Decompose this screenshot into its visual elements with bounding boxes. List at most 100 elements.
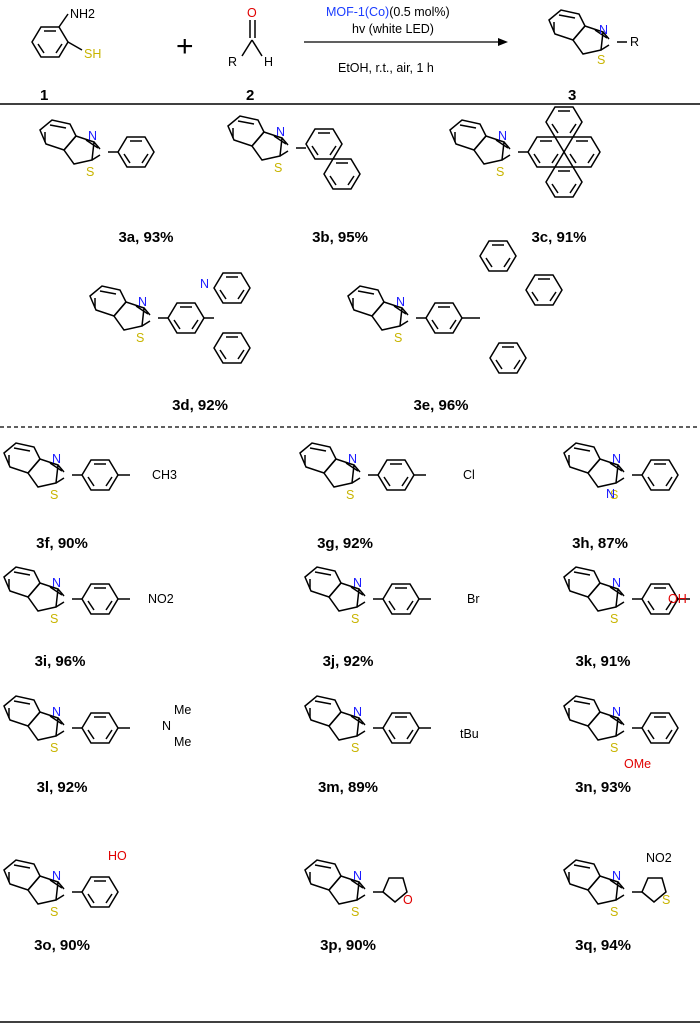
aryl-ring-3h bbox=[641, 459, 679, 491]
substituent-cl: Cl bbox=[463, 468, 475, 482]
ring-n-3e: N bbox=[396, 295, 405, 309]
aryl-ring-3d-c bbox=[213, 332, 251, 364]
substituent-tbu: tBu bbox=[460, 727, 479, 741]
product-label-3d: 3d, 92% bbox=[172, 397, 228, 414]
ring-n-3j: N bbox=[353, 576, 362, 590]
substituent-me-top: Me bbox=[174, 703, 191, 717]
product-n: N bbox=[599, 23, 608, 37]
reaction-conditions: EtOH, r.t., air, 1 h bbox=[338, 61, 434, 75]
aryl-ring-3b-b bbox=[323, 158, 361, 190]
reactant-2-label: 2 bbox=[246, 87, 254, 104]
aryl-ring-3c-c bbox=[563, 136, 601, 168]
ring-s-3g: S bbox=[346, 488, 354, 502]
ring-s-3n: S bbox=[610, 741, 618, 755]
aryl-ring-3m bbox=[382, 712, 420, 744]
product-label-3o: 3o, 90% bbox=[34, 937, 90, 954]
product-label-3f: 3f, 90% bbox=[36, 535, 88, 552]
plus-sign: + bbox=[176, 30, 194, 63]
product-s: S bbox=[597, 53, 605, 67]
product-3g-structure: NS bbox=[299, 442, 426, 502]
ring-n-3g: N bbox=[348, 452, 357, 466]
product-3-structure bbox=[548, 9, 627, 55]
aryl-ring-3o bbox=[81, 876, 119, 908]
aldehyde-oxygen: O bbox=[247, 6, 257, 20]
product-3i-structure: NS bbox=[3, 566, 130, 626]
ring-s-3l: S bbox=[50, 741, 58, 755]
amine-n-3d: N bbox=[200, 277, 209, 291]
ring-n-3a: N bbox=[88, 129, 97, 143]
product-3c-structure: NS bbox=[449, 106, 601, 198]
aryl-ring-3c-d bbox=[545, 166, 583, 198]
product-3h-structure: NS bbox=[563, 442, 679, 502]
aryl-ring-3j bbox=[382, 583, 420, 615]
product-label-3j: 3j, 92% bbox=[323, 653, 374, 670]
aryl-ring-3g bbox=[377, 459, 415, 491]
ring-s-3j: S bbox=[351, 612, 359, 626]
substituent-oh: OH bbox=[668, 592, 687, 606]
aryl-ring-3e-c bbox=[525, 274, 563, 306]
ring-s-3f: S bbox=[50, 488, 58, 502]
heteroring-3p bbox=[382, 877, 408, 903]
product-3q-structure: NSS bbox=[563, 859, 670, 919]
aldehyde-h: H bbox=[264, 55, 273, 69]
heteroatom-3p: O bbox=[403, 893, 413, 907]
reactant-1-label: 1 bbox=[40, 87, 48, 104]
substituent-ome: OMe bbox=[624, 757, 651, 771]
substituent-br: Br bbox=[467, 592, 480, 606]
product-label-3c: 3c, 91% bbox=[531, 229, 586, 246]
product-3l-structure: NS bbox=[3, 695, 130, 755]
substituent-ch3: CH3 bbox=[152, 468, 177, 482]
ring-n-3f: N bbox=[52, 452, 61, 466]
ring-s-3d: S bbox=[136, 331, 144, 345]
ring-s-3o: S bbox=[50, 905, 58, 919]
aryl-ring-3a bbox=[117, 136, 155, 168]
aryl-ring-3n bbox=[641, 712, 679, 744]
aryl-ring-3f bbox=[81, 459, 119, 491]
product-3o-structure: NS bbox=[3, 859, 119, 919]
aryl-ring-3c-b bbox=[545, 106, 583, 138]
heteroring-3q bbox=[641, 877, 667, 903]
aryl-ring-3d-b bbox=[213, 272, 251, 304]
reactant-1-structure bbox=[31, 13, 83, 58]
ring-s-3c: S bbox=[496, 165, 504, 179]
product-3-label: 3 bbox=[568, 87, 576, 104]
ring-n-3d: N bbox=[138, 295, 147, 309]
product-3f-structure: NS bbox=[3, 442, 130, 502]
product-3d-structure: NS bbox=[89, 272, 251, 364]
product-label-3b: 3b, 95% bbox=[312, 229, 368, 246]
catalyst-name: MOF-1(Co) bbox=[326, 5, 389, 19]
aryl-ring-3l bbox=[81, 712, 119, 744]
ring-s-3e: S bbox=[394, 331, 402, 345]
product-3a-structure: NS bbox=[39, 119, 155, 179]
svg-text:MOF-1(Co)(0.5 mol%): MOF-1(Co)(0.5 mol%) bbox=[326, 5, 450, 19]
product-3e-structure: NS bbox=[347, 240, 563, 374]
substituent-no2: NO2 bbox=[148, 592, 174, 606]
product-label-3n: 3n, 93% bbox=[575, 779, 631, 796]
product-label-3k: 3k, 91% bbox=[575, 653, 630, 670]
product-3p-structure: NSO bbox=[304, 859, 413, 919]
aryl-ring-3b bbox=[305, 128, 343, 160]
ring-n-3l: N bbox=[52, 705, 61, 719]
ring-n-3i: N bbox=[52, 576, 61, 590]
substituent-ho: HO bbox=[108, 849, 127, 863]
ring-n-3m: N bbox=[353, 705, 362, 719]
ring-s-3a: S bbox=[86, 165, 94, 179]
substituent-me-bottom: Me bbox=[174, 735, 191, 749]
ring-n-3o: N bbox=[52, 869, 61, 883]
ring-n-3p: N bbox=[353, 869, 362, 883]
ring-s-3k: S bbox=[610, 612, 618, 626]
aryl-ring-3c bbox=[527, 136, 565, 168]
ring-s-3q: S bbox=[610, 905, 618, 919]
substituent-no2-3q: NO2 bbox=[646, 851, 672, 865]
product-label-3q: 3q, 94% bbox=[575, 937, 631, 954]
product-label-3h: 3h, 87% bbox=[572, 535, 628, 552]
reactant-2-structure bbox=[241, 20, 263, 57]
substituent-n-3l: N bbox=[162, 719, 171, 733]
ring-s-3h: S bbox=[610, 488, 618, 502]
ring-n-3n: N bbox=[612, 705, 621, 719]
product-label-3l: 3l, 92% bbox=[37, 779, 88, 796]
aryl-ring-3e-b bbox=[479, 240, 517, 272]
